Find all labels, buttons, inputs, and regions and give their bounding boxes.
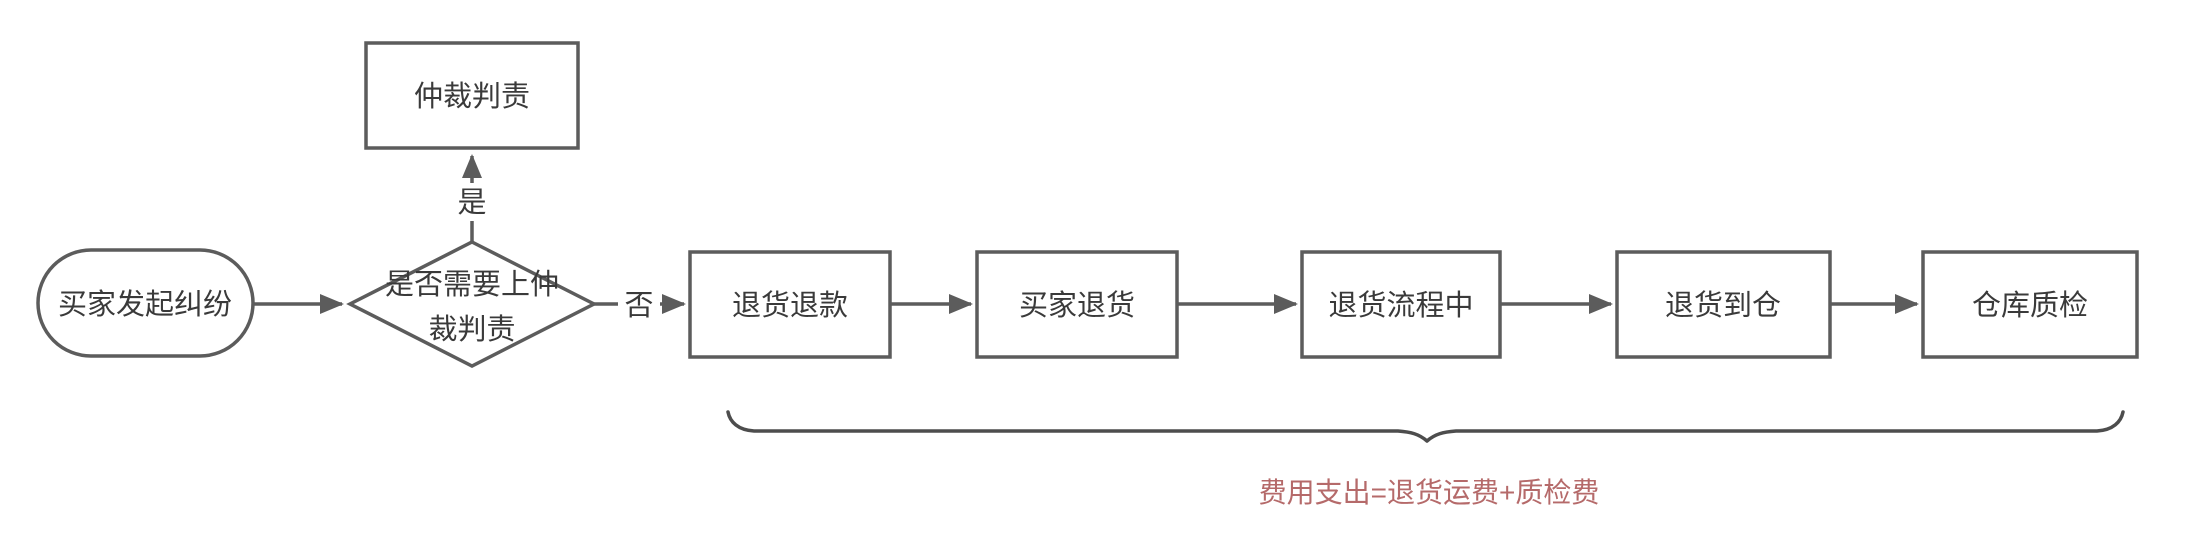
process-shape	[364, 41, 580, 150]
node-decision: 是否需要上仲 裁判责	[346, 240, 598, 368]
node-step-4-label: 退货到仓	[1665, 289, 1781, 322]
process-shape	[1921, 250, 2139, 359]
decision-shape	[346, 240, 598, 368]
node-arbitration-label: 仲裁判责	[414, 80, 530, 113]
node-start: 买家发起纠纷	[36, 248, 255, 358]
edge-labels-layer: 是 否	[451, 183, 660, 323]
node-arbitration: 仲裁判责	[364, 41, 580, 150]
process-shape	[975, 250, 1179, 359]
process-shape	[1615, 250, 1832, 359]
node-step-4: 退货到仓	[1615, 250, 1832, 359]
node-step-3: 退货流程中	[1300, 250, 1502, 359]
node-start-label: 买家发起纠纷	[58, 288, 232, 321]
annotation-layer: 费用支出=退货运费+质检费	[726, 410, 2125, 508]
node-step-1: 退货退款	[688, 250, 892, 359]
cost-annotation-text: 费用支出=退货运费+质检费	[1259, 477, 1600, 508]
process-shape	[688, 250, 892, 359]
edge-label-no: 否	[624, 290, 653, 322]
curly-brace	[726, 410, 2125, 443]
no-label-background	[618, 285, 660, 323]
process-shape	[1300, 250, 1502, 359]
node-step-2: 买家退货	[975, 250, 1179, 359]
node-step-5: 仓库质检	[1921, 250, 2139, 359]
node-step-3-label: 退货流程中	[1328, 289, 1473, 322]
terminator-shape	[36, 248, 255, 358]
yes-label-background	[451, 183, 493, 221]
nodes-layer: 买家发起纠纷 是否需要上仲 裁判责 仲裁判责 退货退款 买家退货 退货流程中 退…	[36, 41, 2139, 368]
node-decision-label-line1: 是否需要上仲	[385, 268, 559, 301]
node-step-5-label: 仓库质检	[1972, 289, 2088, 322]
node-decision-label-line2: 裁判责	[428, 313, 515, 346]
node-step-1-label: 退货退款	[732, 289, 848, 322]
node-step-2-label: 买家退货	[1019, 289, 1135, 322]
edge-label-yes: 是	[457, 187, 486, 219]
